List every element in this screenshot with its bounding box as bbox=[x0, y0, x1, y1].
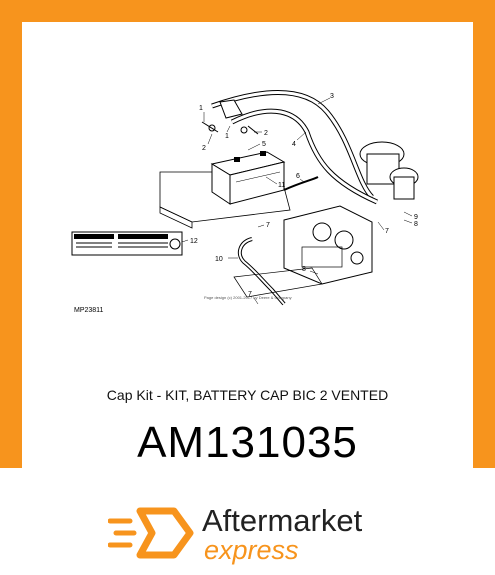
callout-label: 6 bbox=[296, 173, 300, 180]
product-card: 1 3 1 2 2 5 4 6 11 7 7 9 8 12 10 8 7 Pag… bbox=[22, 22, 473, 468]
engine bbox=[283, 205, 373, 285]
footer bbox=[0, 468, 495, 575]
callout-label: 11 bbox=[278, 182, 285, 189]
copyright-note: Page design (c) 2001-2017 by Deere & Com… bbox=[204, 295, 292, 300]
callout-label: 1 bbox=[199, 105, 203, 112]
battery-cable-diagram: 1 3 1 2 2 5 4 6 11 7 7 9 8 12 10 8 7 Pag… bbox=[71, 90, 419, 314]
warning-decal bbox=[71, 231, 183, 256]
figure-code: MP23811 bbox=[74, 307, 104, 314]
callout-label: 8 bbox=[302, 266, 306, 273]
part-number: AM131035 bbox=[137, 418, 358, 467]
callout-label: 8 bbox=[414, 221, 418, 228]
callout-label: 7 bbox=[385, 228, 389, 235]
callout-label: 3 bbox=[330, 93, 334, 100]
starter-solenoid bbox=[359, 141, 419, 200]
brand-tagline: express bbox=[204, 535, 299, 565]
callout-label: 4 bbox=[292, 141, 296, 148]
callout-label: 7 bbox=[248, 291, 252, 298]
callout-label: 9 bbox=[414, 214, 418, 221]
hexagon-arrow-icon bbox=[108, 507, 194, 559]
callout-label: 10 bbox=[215, 256, 223, 263]
callout-label: 2 bbox=[202, 145, 206, 152]
callout-label: 5 bbox=[262, 141, 266, 148]
brand-name: Aftermarket bbox=[202, 503, 363, 538]
product-title: Cap Kit - KIT, BATTERY CAP BIC 2 VENTED bbox=[106, 387, 389, 403]
parts-diagram: 1 3 1 2 2 5 4 6 11 7 7 9 8 12 10 8 7 Pag… bbox=[22, 22, 473, 352]
callout-label: 7 bbox=[266, 222, 270, 229]
brand-logo[interactable]: Aftermarket express bbox=[108, 503, 398, 565]
battery bbox=[210, 151, 286, 205]
callout-label: 1 bbox=[225, 133, 229, 140]
callout-label: 12 bbox=[190, 238, 198, 245]
callout-label: 2 bbox=[264, 130, 268, 137]
